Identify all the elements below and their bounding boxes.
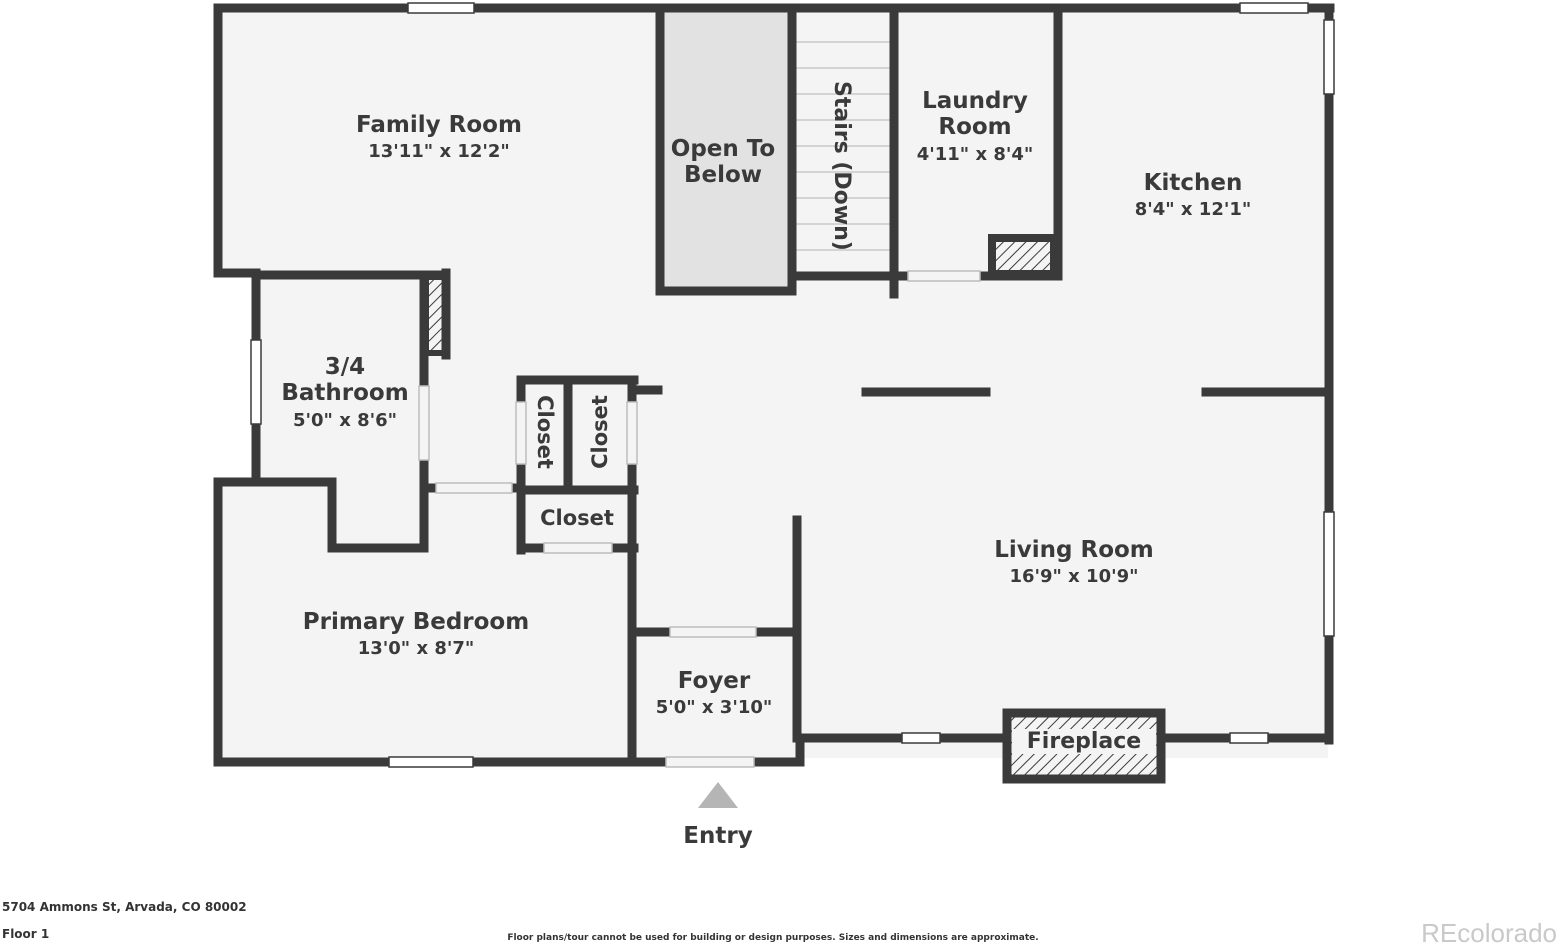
entry-text: Entry [683, 823, 753, 849]
bathroom-dims: 5'0" x 8'6" [292, 409, 398, 431]
kitchen-dims: 8'4" x 12'1" [1134, 199, 1252, 221]
closet-lower-name: Closet [540, 506, 614, 530]
closet-left-label: Closet [533, 395, 557, 469]
stairs-label: Stairs (Down) [829, 81, 854, 251]
disclaimer-text: Floor plans/tour cannot be used for buil… [507, 933, 1039, 943]
kitchen-name: Kitchen [1143, 170, 1243, 196]
primary-bedroom-dims: 13'0" x 8'7" [357, 638, 475, 660]
open-to-below-label: Open To Below [662, 136, 784, 189]
kitchen-label: Kitchen 8'4" x 12'1" [1113, 170, 1273, 221]
primary-bedroom-label: Primary Bedroom 13'0" x 8'7" [296, 609, 536, 660]
living-room-label: Living Room 16'9" x 10'9" [974, 537, 1174, 588]
laundry-room-name: Laundry Room [922, 88, 1028, 141]
family-room-dims: 13'11" x 12'2" [368, 141, 510, 163]
primary-bedroom-name: Primary Bedroom [302, 609, 530, 635]
fireplace-label: Fireplace [1012, 729, 1156, 755]
fireplace-name: Fireplace [1026, 729, 1142, 754]
door-openings [418, 270, 981, 768]
living-room-name: Living Room [994, 537, 1154, 563]
laundry-room-dims: 4'11" x 8'4" [916, 143, 1034, 165]
bathroom-name: 3/4 Bathroom [281, 354, 409, 407]
floor-text: Floor 1 [2, 927, 50, 941]
bathroom-label: 3/4 Bathroom 5'0" x 8'6" [274, 354, 416, 432]
living-room-dims: 16'9" x 10'9" [1009, 566, 1139, 588]
closet-right-label: Closet [588, 395, 612, 469]
laundry-room-label: Laundry Room 4'11" x 8'4" [905, 88, 1045, 166]
foyer-name: Foyer [677, 668, 751, 694]
foyer-dims: 5'0" x 3'10" [655, 697, 773, 719]
stair-treads [796, 41, 890, 251]
brand-logo[interactable]: REcolorado [1421, 918, 1557, 948]
entry-label: Entry [658, 823, 778, 849]
closet-lower-label: Closet [526, 506, 628, 530]
chimney-hatch-kitchen [988, 234, 1058, 278]
foyer-label: Foyer 5'0" x 3'10" [644, 668, 784, 719]
open-to-below-area [662, 12, 790, 290]
family-room-name: Family Room [356, 112, 522, 138]
windows [250, 2, 1335, 768]
entry-arrow-icon [698, 782, 738, 808]
address-text: 5704 Ammons St, Arvada, CO 80002 [2, 900, 247, 914]
open-to-below-name: Open To Below [670, 136, 776, 189]
family-room-label: Family Room 13'11" x 12'2" [339, 112, 539, 163]
